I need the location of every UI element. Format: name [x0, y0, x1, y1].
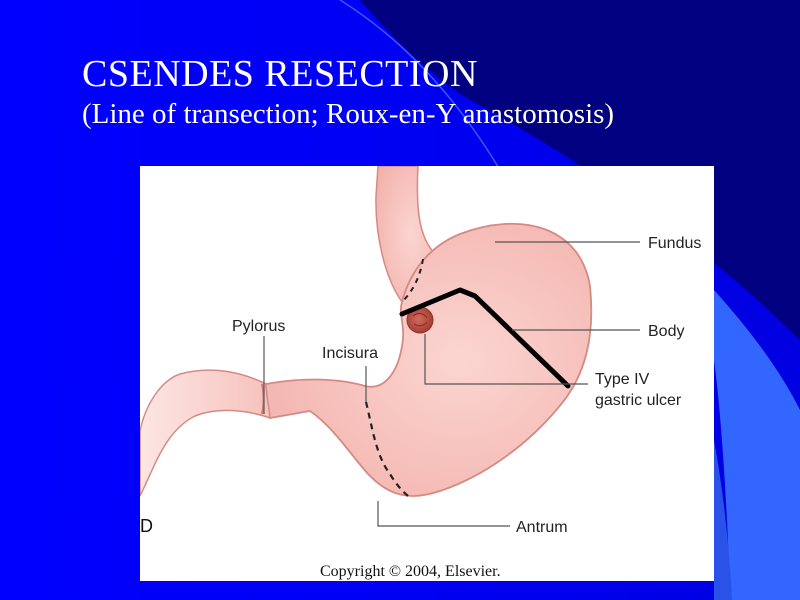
stomach-diagram: Fundus Body Type IV gastric ulcer Pyloru… [140, 166, 714, 581]
label-ulcer-line1: Type IV [595, 371, 650, 388]
label-antrum: Antrum [516, 519, 568, 536]
duodenum [140, 370, 270, 496]
label-incisura: Incisura [322, 345, 378, 362]
slide-subtitle: (Line of transection; Roux-en-Y anastomo… [82, 96, 614, 132]
panel-letter: D [140, 516, 153, 536]
stomach-illustration-panel: Fundus Body Type IV gastric ulcer Pyloru… [140, 166, 714, 581]
antrum-leader-line [378, 501, 510, 526]
label-body: Body [648, 323, 684, 340]
slide-title: CSENDES RESECTION [82, 52, 614, 96]
title-block: CSENDES RESECTION (Line of transection; … [82, 52, 614, 132]
label-pylorus: Pylorus [232, 318, 285, 335]
label-ulcer-line2: gastric ulcer [595, 392, 682, 409]
copyright-notice: Copyright © 2004, Elsevier. [320, 563, 501, 580]
label-fundus: Fundus [648, 235, 701, 252]
